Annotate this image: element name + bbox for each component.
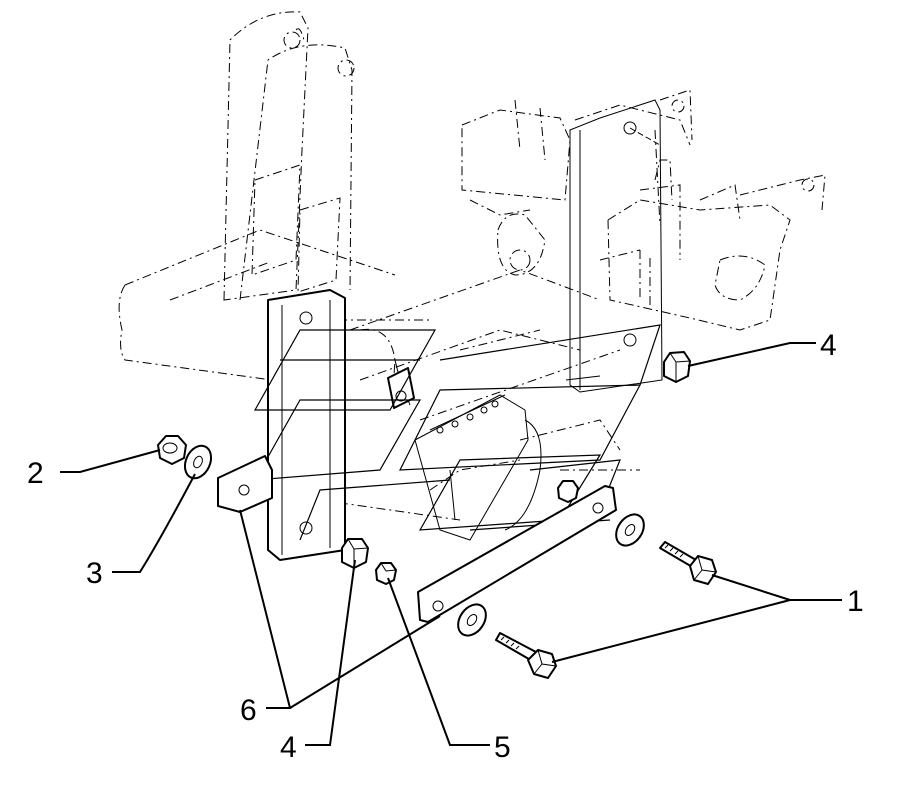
- washer-left: [183, 444, 213, 480]
- frame-phantom-outline: [118, 11, 826, 546]
- leader-lines: [60, 342, 842, 746]
- small-nut: [375, 562, 397, 585]
- callout-6: 6: [240, 694, 257, 727]
- link-plate-long: [417, 485, 617, 623]
- callout-2: 2: [27, 457, 44, 490]
- hex-nut-lower: [341, 538, 369, 569]
- washer-right-upper: [615, 513, 645, 547]
- callout-1: 1: [847, 585, 864, 618]
- callout-4-upper: 4: [820, 329, 837, 362]
- callout-labels: 1 2 3 4 4 5 6: [27, 329, 864, 764]
- callout-5: 5: [494, 731, 511, 764]
- callout-4-lower: 4: [280, 731, 297, 764]
- washer-right-lower: [457, 603, 487, 637]
- callout-3: 3: [86, 557, 103, 590]
- link-plate-short: [217, 455, 273, 513]
- lock-nut: [157, 435, 187, 465]
- hex-nut-upper: [663, 351, 691, 383]
- hex-bolt-lower: [495, 632, 557, 679]
- mounting-plates: [267, 99, 663, 561]
- hex-bolt-upper: [659, 541, 717, 585]
- hex-nut-rear: [557, 480, 579, 503]
